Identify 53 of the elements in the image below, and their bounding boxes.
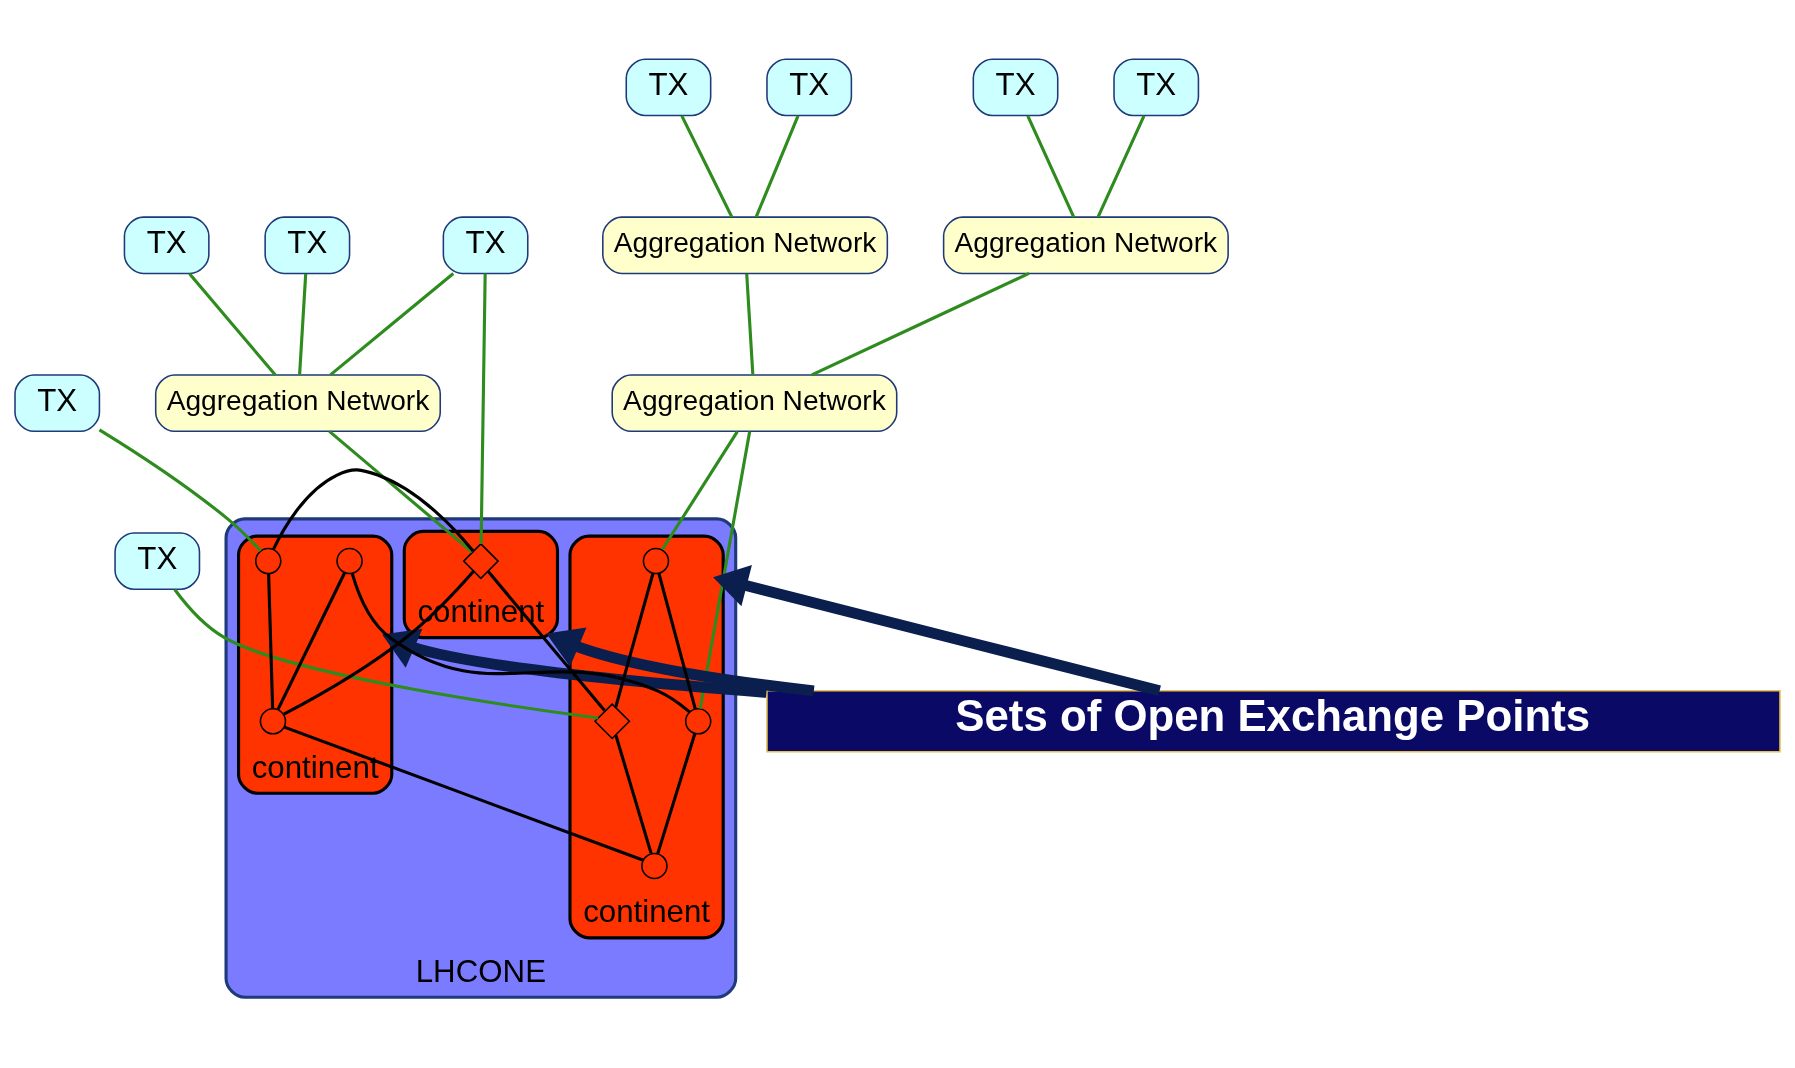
arrow (382, 628, 767, 698)
cluster: continent (568, 534, 725, 939)
connector (754, 114, 800, 218)
node-circle (255, 547, 282, 574)
connector (657, 572, 697, 709)
connector (698, 430, 752, 709)
arrow (546, 627, 815, 696)
node-circle (684, 707, 712, 735)
connector (98, 427, 262, 552)
connector (1096, 114, 1146, 218)
connector (661, 430, 739, 550)
node-box: TX (123, 215, 210, 274)
connector (811, 271, 1030, 376)
connector (276, 571, 346, 710)
connector (680, 114, 734, 218)
connector (329, 271, 455, 376)
connector (188, 272, 277, 376)
node-box: Aggregation Network (602, 215, 889, 274)
connector (1026, 114, 1076, 218)
connector (267, 573, 275, 709)
node-box: TX (766, 57, 853, 116)
node-circle (259, 707, 287, 735)
connector (272, 467, 475, 552)
node-diamond (462, 542, 500, 579)
arrow (713, 564, 1161, 696)
connector (298, 273, 308, 375)
connector (487, 570, 606, 712)
node-box: TX (625, 57, 712, 116)
node-circle (642, 547, 670, 574)
node-circle (641, 852, 668, 879)
connector (283, 725, 644, 861)
connector (656, 732, 697, 854)
node-box: Sets of Open Exchange Points (766, 689, 1781, 753)
connector (173, 588, 599, 720)
connector (328, 429, 474, 553)
node-box: TX (264, 215, 351, 274)
node-circle (336, 547, 363, 574)
node-box: TX (14, 373, 101, 432)
connector (350, 572, 691, 713)
node-box: Aggregation Network (942, 215, 1229, 274)
node-box: Aggregation Network (154, 373, 441, 432)
connector (614, 572, 655, 708)
connector (479, 273, 487, 544)
node-box: TX (972, 57, 1059, 116)
node-diamond (593, 702, 631, 740)
connector (745, 273, 755, 375)
connector (614, 734, 653, 854)
node-box: Aggregation Network (611, 373, 898, 432)
node-box: TX (442, 215, 529, 274)
node-box: TX (1113, 57, 1200, 116)
connector (283, 569, 475, 716)
node-box: TX (114, 531, 201, 590)
cluster: continent (237, 534, 394, 795)
